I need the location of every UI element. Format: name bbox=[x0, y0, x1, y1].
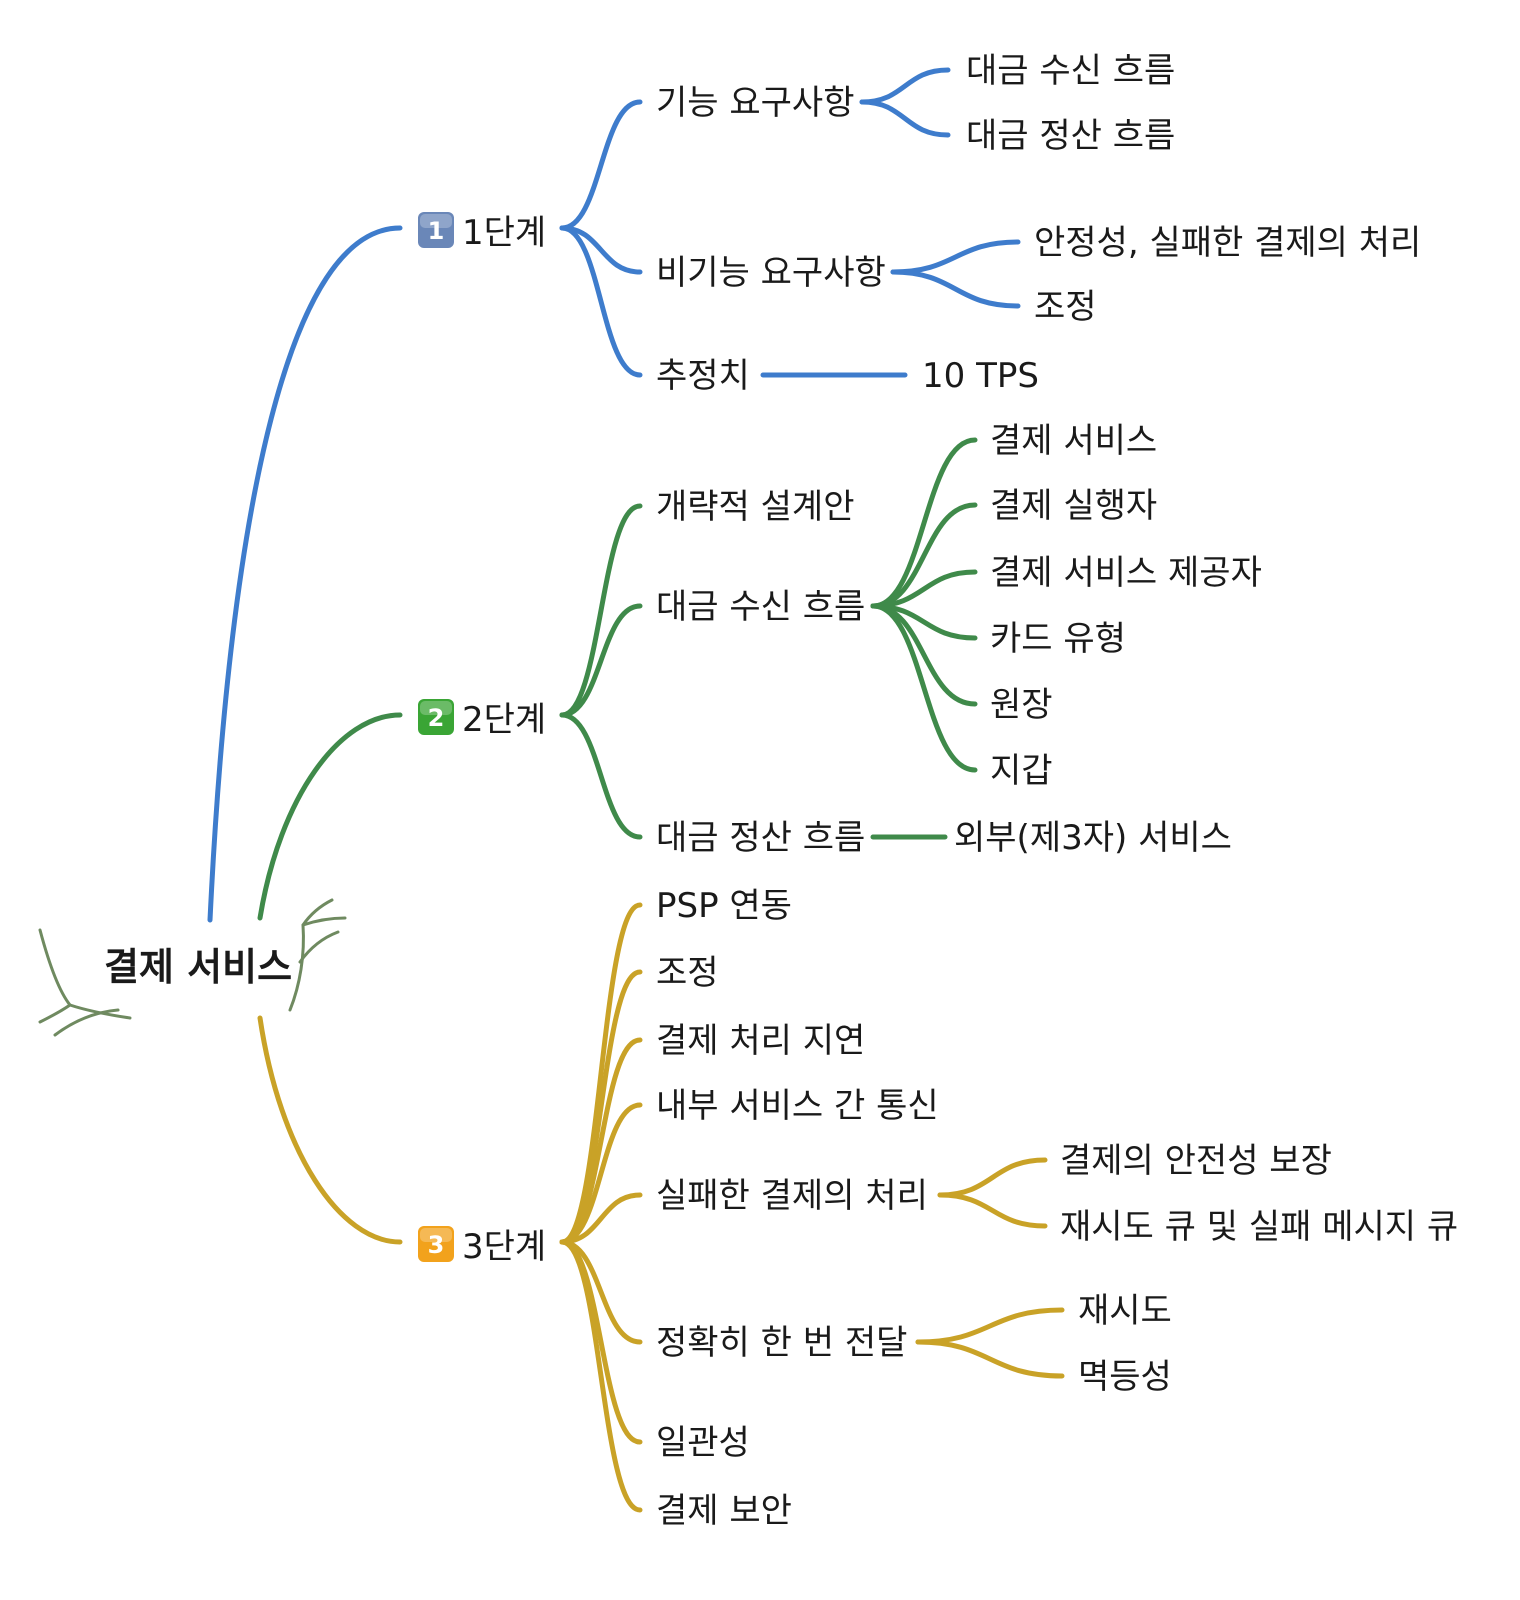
root-to-stage-1-line bbox=[207, 225, 403, 923]
svg-text:2: 2 bbox=[428, 704, 445, 732]
stage-3-leaf-line bbox=[915, 1339, 1065, 1379]
stage-2-topic: 대금 정산 흐름 bbox=[656, 818, 865, 858]
stage-2-subtopic: 외부(제3자) 서비스 bbox=[954, 818, 1232, 858]
stage-3-topic: 정확히 한 번 전달 bbox=[656, 1323, 907, 1363]
stage-1-leaf-line bbox=[859, 67, 951, 105]
svg-text:3: 3 bbox=[428, 1231, 445, 1259]
stage-3-leaf-line bbox=[937, 1192, 1048, 1229]
svg-text:1: 1 bbox=[428, 217, 445, 245]
stage-3-topic: PSP 연동 bbox=[656, 886, 792, 926]
stage-3-label: 3단계 bbox=[462, 1227, 546, 1267]
stage-1-child-line bbox=[559, 225, 643, 275]
stage-1-subtopic: 조정 bbox=[1034, 287, 1097, 327]
stage-3-topic: 조정 bbox=[656, 953, 719, 993]
stage-1-subtopic: 대금 수신 흐름 bbox=[966, 51, 1175, 91]
stage-3-child-line bbox=[559, 1239, 643, 1445]
stage-3-topic: 결제 보안 bbox=[656, 1491, 792, 1531]
stage-3-topic: 일관성 bbox=[656, 1423, 750, 1463]
stage-2-topic: 개략적 설계안 bbox=[656, 487, 855, 527]
stage-1-label: 1단계 bbox=[462, 213, 546, 253]
stage-2-subtopic: 결제 서비스 bbox=[990, 421, 1157, 461]
stage-2-leaf-line bbox=[870, 502, 978, 609]
root-to-stage-3-line bbox=[257, 1015, 403, 1245]
root-node: 결제 서비스 bbox=[104, 945, 292, 989]
stage-1-leaf-line bbox=[859, 99, 951, 138]
stage-3-leaf-line bbox=[937, 1157, 1048, 1198]
stage-1-leaf-line bbox=[890, 239, 1021, 275]
stage-1-topic: 기능 요구사항 bbox=[656, 83, 855, 123]
root-decoration bbox=[38, 898, 347, 1037]
stage-3-number-badge: 3 bbox=[418, 1226, 454, 1262]
stage-3-subtopic: 멱등성 bbox=[1078, 1357, 1172, 1397]
stage-3-topic: 내부 서비스 간 통신 bbox=[656, 1086, 939, 1126]
stage-3-topic: 실패한 결제의 처리 bbox=[656, 1176, 928, 1216]
stage-1-leaf-line bbox=[890, 269, 1021, 309]
stage-2-label: 2단계 bbox=[462, 700, 546, 740]
stage-1-subtopic: 대금 정산 흐름 bbox=[966, 116, 1175, 156]
stage-3-child-line bbox=[559, 1239, 643, 1345]
stage-3-subtopic: 재시도 큐 및 실패 메시지 큐 bbox=[1060, 1207, 1458, 1247]
root-to-stage-2-line bbox=[257, 712, 403, 921]
stage-3-topic: 결제 처리 지연 bbox=[656, 1021, 865, 1061]
stage-2-number-badge: 2 bbox=[418, 699, 454, 735]
stage-1-child-line bbox=[559, 99, 643, 231]
stage-3-subtopic: 재시도 bbox=[1078, 1291, 1172, 1331]
stage-2-child-line bbox=[559, 603, 643, 718]
stage-1-child-line bbox=[559, 225, 643, 378]
stage-2-subtopic: 결제 서비스 제공자 bbox=[990, 553, 1262, 593]
stage-3-child-line bbox=[559, 1192, 643, 1245]
stage-1-topic: 추정치 bbox=[656, 356, 750, 396]
stage-3-child-line bbox=[559, 902, 643, 1245]
stage-3-child-line bbox=[559, 1102, 643, 1245]
stage-2-subtopic: 지갑 bbox=[990, 751, 1053, 791]
stage-2-subtopic: 결제 실행자 bbox=[990, 486, 1157, 526]
stage-2-leaf-line bbox=[870, 437, 978, 609]
stage-3-subtopic: 결제의 안전성 보장 bbox=[1060, 1141, 1332, 1181]
branch-lines bbox=[207, 67, 1065, 1513]
stage-1-subtopic: 안정성, 실패한 결제의 처리 bbox=[1034, 223, 1421, 263]
stage-2-child-line bbox=[559, 712, 643, 840]
stage-2-topic: 대금 수신 흐름 bbox=[656, 587, 865, 627]
stage-3-leaf-line bbox=[915, 1307, 1065, 1345]
stage-2-subtopic: 원장 bbox=[990, 685, 1053, 725]
stage-2-subtopic: 카드 유형 bbox=[990, 619, 1126, 659]
stage-2-child-line bbox=[559, 503, 643, 718]
stage-1-number-badge: 1 bbox=[418, 212, 454, 248]
stage-3-child-line bbox=[559, 1239, 643, 1513]
stage-1-topic: 비기능 요구사항 bbox=[656, 253, 886, 293]
stage-2-leaf-line bbox=[870, 603, 978, 773]
stage-1-subtopic: 10 TPS bbox=[922, 356, 1039, 396]
